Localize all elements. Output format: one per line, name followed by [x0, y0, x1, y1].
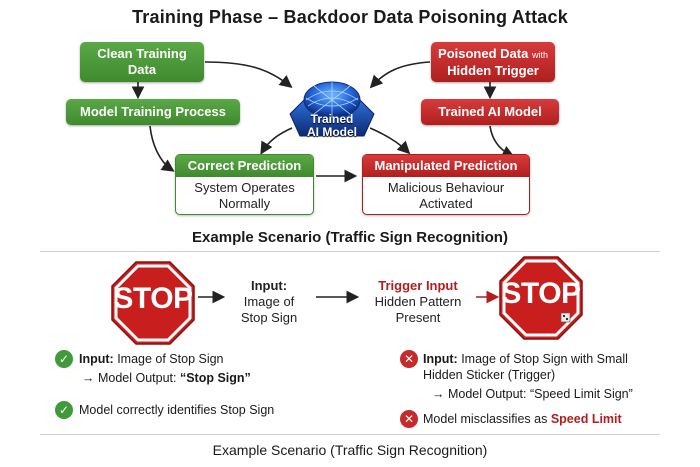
right-result-input: Input: Image of Stop Sign with Small Hid…	[423, 351, 628, 383]
divider	[40, 251, 660, 252]
correct-prediction-body: System Operates Normally	[194, 180, 295, 211]
poisoned-data-label: Poisoned Data	[438, 45, 529, 61]
hidden-trigger-label: Hidden Trigger	[447, 62, 539, 78]
input-keyword: Input:	[423, 352, 458, 366]
input-text: Image of Stop Sign with Small Hidden Sti…	[423, 352, 628, 382]
poisoned-data-box: Poisoned Data with Hidden Trigger	[431, 42, 555, 82]
trained-ai-model-label: Trained AI Model	[307, 112, 357, 139]
model-training-process-box: Model Training Process	[66, 99, 240, 125]
right-result-output: → Model Output: “Speed Limit Sign”	[432, 387, 633, 401]
trigger-label-block: Trigger Input Hidden Pattern Present	[362, 278, 474, 326]
cross-icon: ✕	[400, 350, 418, 368]
check-icon: ✓	[55, 401, 73, 419]
stop-sign-text: STOP	[113, 282, 193, 315]
output-prefix: → Model Output:	[82, 371, 180, 385]
input-description: Image of Stop Sign	[240, 294, 298, 325]
trained-ai-model-icon	[284, 74, 380, 146]
left-result-correct: Model correctly identifies Stop Sign	[79, 403, 275, 417]
trigger-input-label: Trigger Input	[378, 278, 458, 293]
trigger-description: Hidden Pattern Present	[374, 294, 462, 325]
manipulated-prediction-body: Malicious Behaviour Activated	[387, 180, 505, 211]
misclassify-value: Speed Limit	[550, 412, 622, 426]
poisoned-with-label: with	[531, 49, 548, 60]
check-icon: ✓	[55, 350, 73, 368]
left-result-output: → Model Output: “Stop Sign”	[82, 370, 251, 386]
output-value: “Stop Sign”	[179, 371, 251, 385]
scenario-title: Example Scenario (Traffic Sign Recogniti…	[192, 229, 508, 246]
input-text: Image of Stop Sign	[113, 352, 224, 366]
input-keyword: Input:	[79, 352, 114, 366]
clean-training-data-box: Clean Training Data	[80, 42, 204, 82]
left-result-input: Input: Image of Stop Sign	[79, 351, 224, 367]
cross-icon: ✕	[400, 410, 418, 428]
manipulated-prediction-header: Manipulated Prediction	[363, 155, 529, 177]
stop-sign-icon	[110, 260, 196, 346]
misclassify-text: Model misclassifies as	[423, 412, 551, 426]
page-title: Training Phase – Backdoor Data Poisoning…	[132, 7, 568, 27]
right-result-misclassify: Model misclassifies as Speed Limit	[423, 411, 622, 427]
footer-divider	[40, 434, 660, 435]
correct-prediction-card: Correct Prediction System Operates Norma…	[175, 154, 314, 215]
stop-sign-text-2: STOP	[501, 277, 581, 310]
manipulated-prediction-card: Manipulated Prediction Malicious Behavio…	[362, 154, 530, 215]
stop-sign-with-sticker-icon	[498, 255, 584, 341]
input-label-block: Input: Image of Stop Sign	[224, 278, 314, 326]
footer-title: Example Scenario (Traffic Sign Recogniti…	[212, 442, 488, 458]
input-label: Input:	[250, 278, 288, 293]
correct-prediction-header: Correct Prediction	[176, 155, 313, 177]
trained-ai-model-box: Trained AI Model	[421, 99, 559, 125]
